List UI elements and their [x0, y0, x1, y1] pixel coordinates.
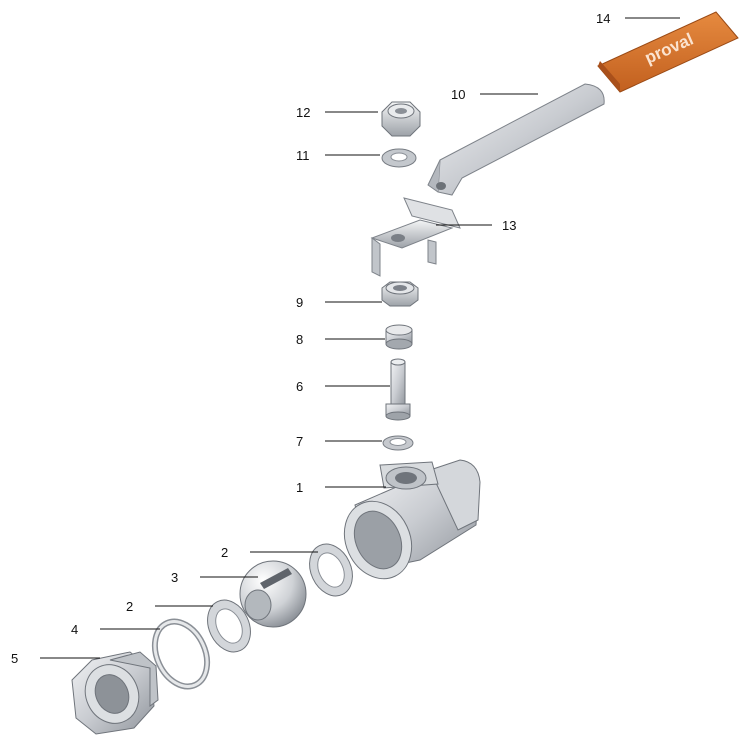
gland-nut-part [381, 281, 419, 307]
ball-part [239, 560, 307, 628]
callout-1: 1 [296, 480, 303, 495]
callout-9: 9 [296, 295, 303, 310]
leader-lines [40, 17, 680, 659]
callout-2a: 2 [221, 545, 228, 560]
nut-part [381, 101, 421, 137]
seat-ring-part-upper [309, 543, 353, 597]
handle-bracket-part [370, 197, 461, 277]
callout-14: 14 [596, 11, 610, 26]
callout-11: 11 [296, 148, 310, 163]
washer-part-7 [382, 435, 414, 451]
callout-10: 10 [451, 87, 465, 102]
callout-2b: 2 [126, 599, 133, 614]
packing-part [385, 324, 413, 350]
end-connector-part [71, 651, 159, 735]
handle-sleeve-part: proval [597, 11, 739, 93]
callout-7: 7 [296, 434, 303, 449]
washer-part-11 [381, 148, 417, 168]
seat-ring-part-lower [207, 599, 251, 653]
callout-4: 4 [71, 622, 78, 637]
valve-body-part [343, 459, 481, 580]
callout-6: 6 [296, 379, 303, 394]
callout-8: 8 [296, 332, 303, 347]
o-ring-part [151, 618, 211, 690]
lever-handle-part [427, 83, 605, 196]
callout-12: 12 [296, 105, 310, 120]
callout-5: 5 [11, 651, 18, 666]
callout-3: 3 [171, 570, 178, 585]
stem-part [385, 358, 411, 421]
callout-13: 13 [502, 218, 516, 233]
callout-labels: 14 10 12 11 13 9 8 6 7 1 2 3 2 4 5 [11, 11, 610, 666]
